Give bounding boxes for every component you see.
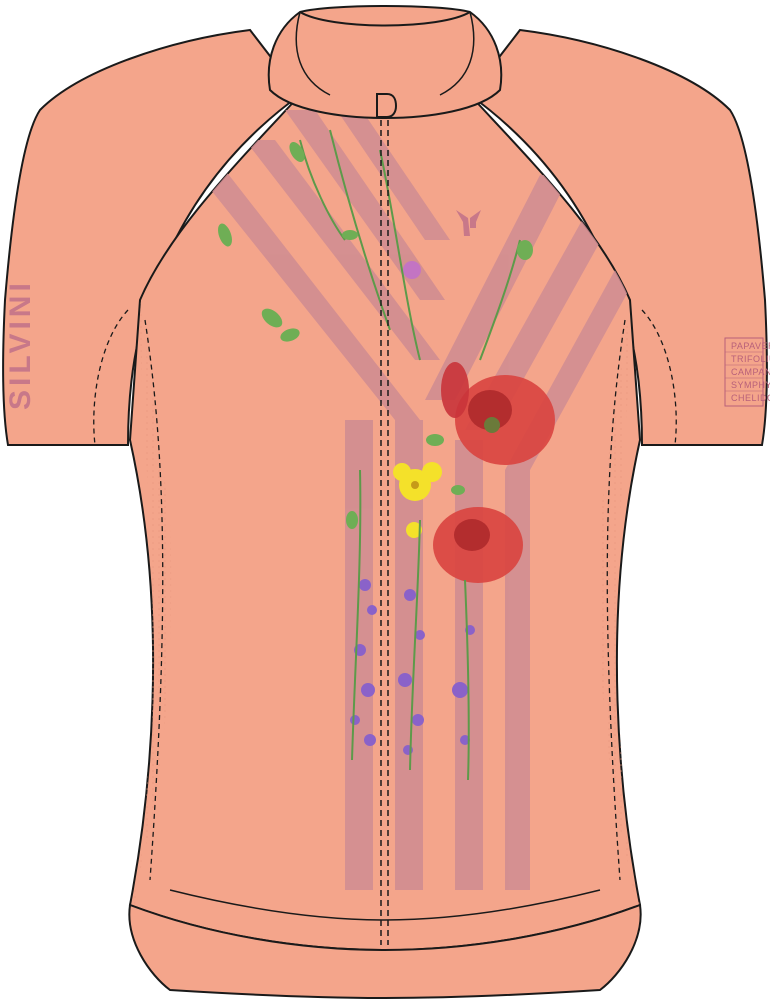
sleeve-label-line: CHELIDONIUM: [731, 393, 770, 403]
hem: [128, 903, 642, 1000]
yellow-flower: [393, 462, 442, 501]
sleeve-label-line: SYMPHYTUM: [731, 380, 770, 390]
left-side-panel: [130, 300, 172, 905]
floral-pattern: [218, 129, 555, 781]
collar: [267, 5, 503, 120]
sleeve-label-line: PAPAVER: [731, 341, 770, 351]
sleeve-label-line: CAMPANULA: [731, 367, 770, 377]
sleeve-brand-text: SILVINI: [4, 279, 37, 410]
sleeve-label-box: PAPAVER TRIFOLIUM CAMPANULA SYMPHYTUM CH…: [724, 337, 770, 407]
zipper-pull-icon: [376, 93, 398, 118]
right-side-panel: [598, 300, 640, 905]
brand-logo-icon: [456, 210, 481, 236]
sleeve-label-line: TRIFOLIUM: [731, 354, 770, 364]
